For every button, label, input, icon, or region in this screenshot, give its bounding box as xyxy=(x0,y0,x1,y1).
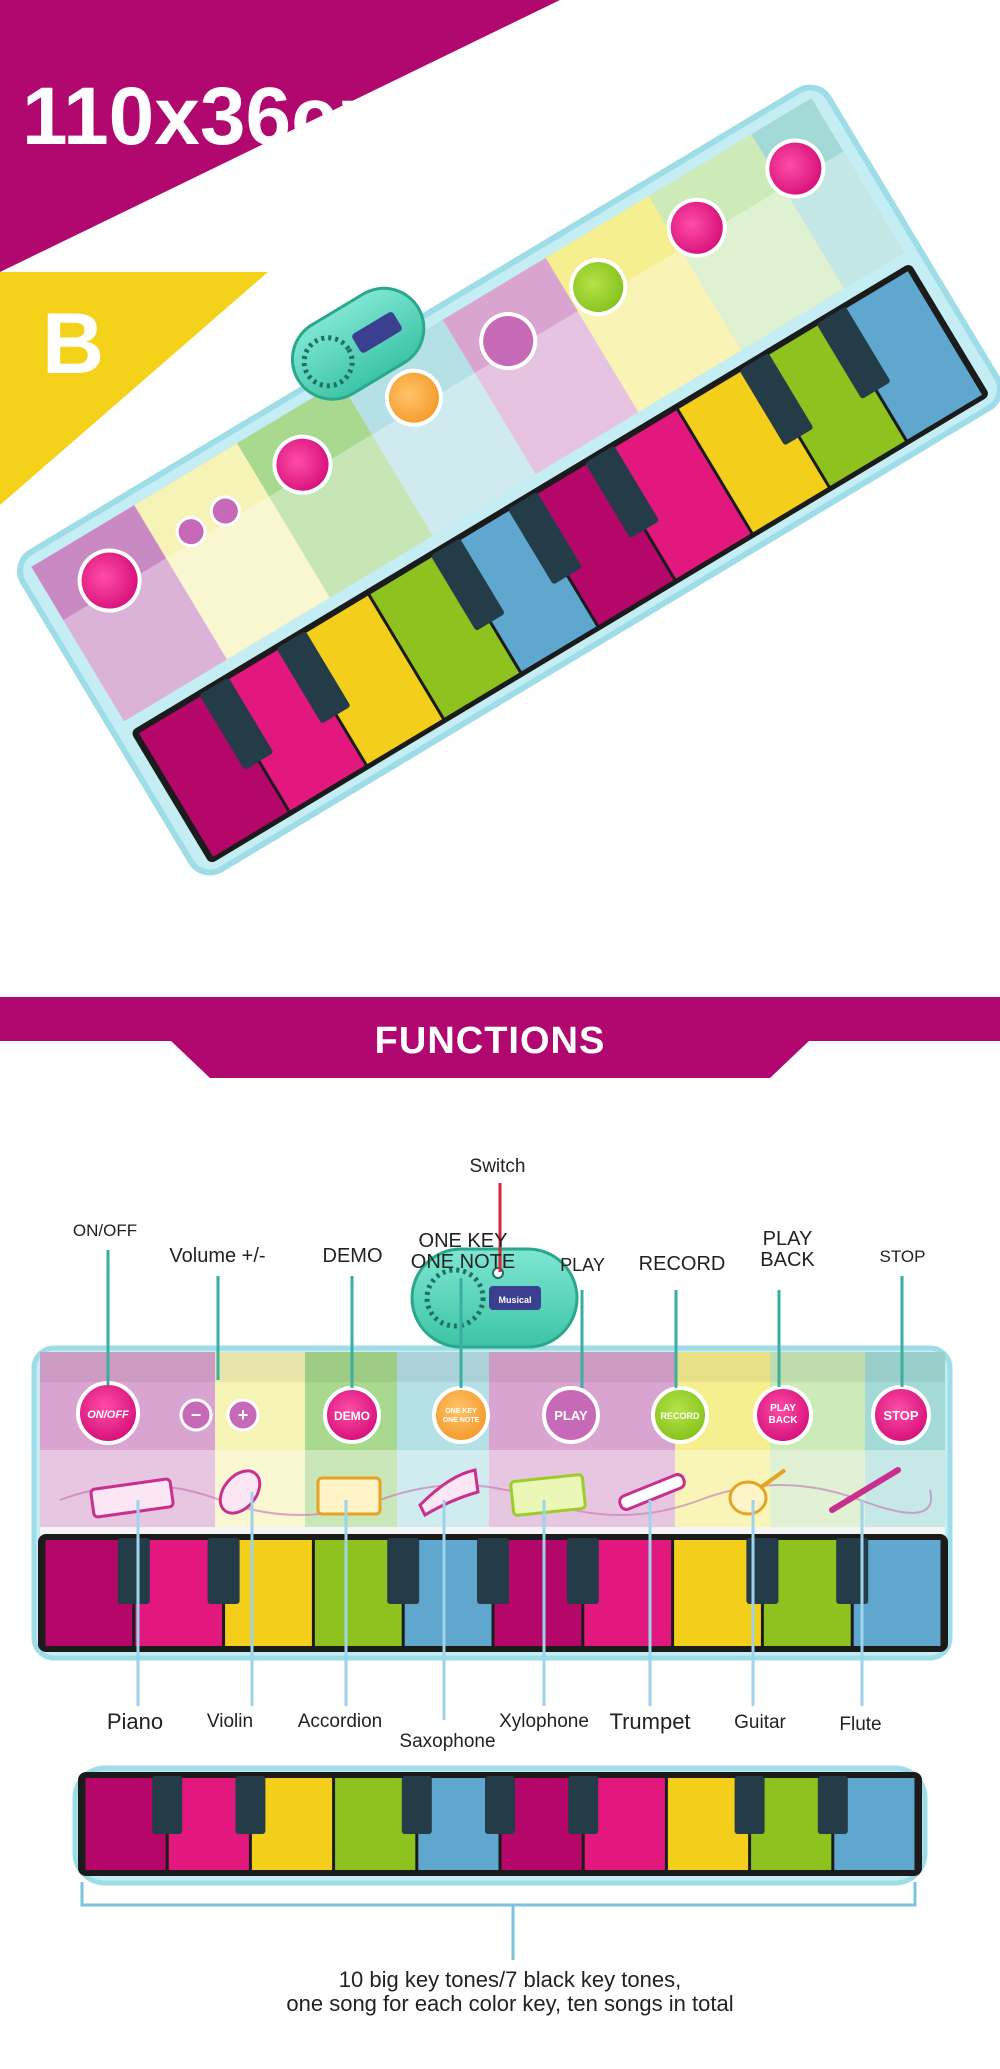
callout-switch: Switch xyxy=(469,1156,526,1177)
plus-button-label: + xyxy=(238,1405,249,1425)
keys-caption: 10 big key tones/7 black key tones, one … xyxy=(150,1967,870,2017)
corner-banner-yellow xyxy=(0,272,268,505)
bottom-black-key[interactable] xyxy=(235,1776,266,1834)
brand-badge xyxy=(489,1286,541,1310)
mat-button-volume-up[interactable] xyxy=(226,1398,260,1432)
bottom-keyboard xyxy=(85,1776,915,1870)
piano-icon xyxy=(89,1477,175,1519)
rotated-white-key[interactable] xyxy=(370,549,520,718)
callout-play: PLAY xyxy=(560,1255,605,1275)
label-xylophone: Xylophone xyxy=(499,1711,589,1732)
functions-banner xyxy=(0,997,1000,1041)
on-off-button-label: ON/OFF xyxy=(87,1409,129,1421)
flute-icon xyxy=(829,1467,901,1513)
label-guitar: Guitar xyxy=(734,1712,786,1733)
rotated-white-key[interactable] xyxy=(293,595,442,765)
rotated-black-key[interactable] xyxy=(276,631,350,724)
flat-black-key[interactable] xyxy=(117,1538,150,1604)
rotated-white-key[interactable] xyxy=(601,410,751,579)
callout-record: RECORD xyxy=(638,1253,726,1275)
size-label: 110x36cm xyxy=(22,71,410,162)
mat-button-volume-down[interactable] xyxy=(179,1398,213,1432)
mat-button-play-back[interactable] xyxy=(753,1385,813,1445)
saxophone-icon xyxy=(418,1468,480,1518)
play-back-button-label-2: BACK xyxy=(769,1415,799,1426)
callout-stop: STOP xyxy=(879,1247,926,1266)
callout-one-key: ONE KEY ONE NOTE xyxy=(410,1230,516,1273)
xylophone-icon xyxy=(509,1473,587,1517)
bottom-black-key[interactable] xyxy=(734,1776,765,1834)
one-key-button-label-2: ONE NOTE xyxy=(443,1417,480,1424)
play-button-label: PLAY xyxy=(554,1408,588,1423)
mat-button-one-key[interactable] xyxy=(432,1386,490,1444)
callout-volume: Volume +/- xyxy=(169,1245,266,1267)
flat-black-key[interactable] xyxy=(387,1538,420,1604)
accordion-icon xyxy=(316,1476,382,1516)
speaker-grille-icon xyxy=(424,1267,486,1329)
rotated-black-key[interactable] xyxy=(431,538,505,631)
corner-banner-magenta xyxy=(0,0,560,272)
rotated-white-key[interactable] xyxy=(833,271,982,440)
rotated-black-key[interactable] xyxy=(585,445,659,538)
trumpet-icon xyxy=(618,1473,686,1511)
flat-black-key[interactable] xyxy=(746,1538,779,1604)
bottom-black-key[interactable] xyxy=(568,1776,599,1834)
flat-black-key[interactable] xyxy=(836,1538,869,1604)
demo-button-label: DEMO xyxy=(334,1409,370,1423)
label-violin: Violin xyxy=(206,1711,254,1732)
rotated-white-key[interactable] xyxy=(524,456,674,625)
callout-play-back: PLAY BACK xyxy=(760,1228,815,1271)
callout-on-off: ON/OFF xyxy=(72,1221,138,1240)
rotated-black-key[interactable] xyxy=(739,353,813,446)
flat-black-key[interactable] xyxy=(207,1538,240,1604)
label-saxophone: Saxophone xyxy=(399,1731,496,1752)
mat-button-play[interactable] xyxy=(542,1386,600,1444)
variant-letter: B xyxy=(42,296,105,392)
rotated-white-key[interactable] xyxy=(678,363,828,533)
bottom-black-key[interactable] xyxy=(401,1776,432,1834)
play-back-button-label-1: PLAY xyxy=(770,1403,796,1414)
keys-caption-line-1: 10 big key tones/7 black key tones, xyxy=(338,1967,682,1992)
label-accordion: Accordion xyxy=(297,1711,383,1732)
flat-keyboard xyxy=(45,1538,941,1646)
rotated-black-key[interactable] xyxy=(816,306,890,399)
rotated-white-key[interactable] xyxy=(447,503,597,672)
speaker-brand-label: Musical xyxy=(498,1295,531,1305)
keys-caption-line-2: one song for each color key, ten songs i… xyxy=(286,1991,734,2017)
minus-button-label: − xyxy=(191,1405,202,1425)
rotated-black-key[interactable] xyxy=(199,677,273,770)
stop-button-label: STOP xyxy=(883,1408,918,1423)
keys-bracket xyxy=(80,1882,917,1907)
rotated-white-key[interactable] xyxy=(216,642,365,811)
rotated-white-key[interactable] xyxy=(756,317,905,486)
callout-demo: DEMO xyxy=(322,1245,383,1267)
label-piano: Piano xyxy=(106,1709,164,1734)
bottom-black-key[interactable] xyxy=(817,1776,848,1834)
functions-title: FUNCTIONS xyxy=(374,1020,606,1062)
flat-black-key[interactable] xyxy=(566,1538,599,1604)
flat-black-key[interactable] xyxy=(477,1538,509,1604)
record-button-label: RECORD xyxy=(660,1411,700,1421)
bottom-black-key[interactable] xyxy=(152,1776,183,1834)
rotated-mat xyxy=(17,84,1000,876)
mat-button-record[interactable] xyxy=(651,1386,709,1444)
rotated-white-key[interactable] xyxy=(138,688,288,857)
bottom-black-key[interactable] xyxy=(485,1776,515,1834)
guitar-icon xyxy=(728,1468,787,1516)
label-trumpet: Trumpet xyxy=(609,1709,691,1734)
rotated-black-key[interactable] xyxy=(508,492,582,585)
label-flute: Flute xyxy=(839,1714,882,1735)
functions-banner-tab xyxy=(170,1040,810,1078)
one-key-button-label-1: ONE KEY xyxy=(445,1408,477,1415)
